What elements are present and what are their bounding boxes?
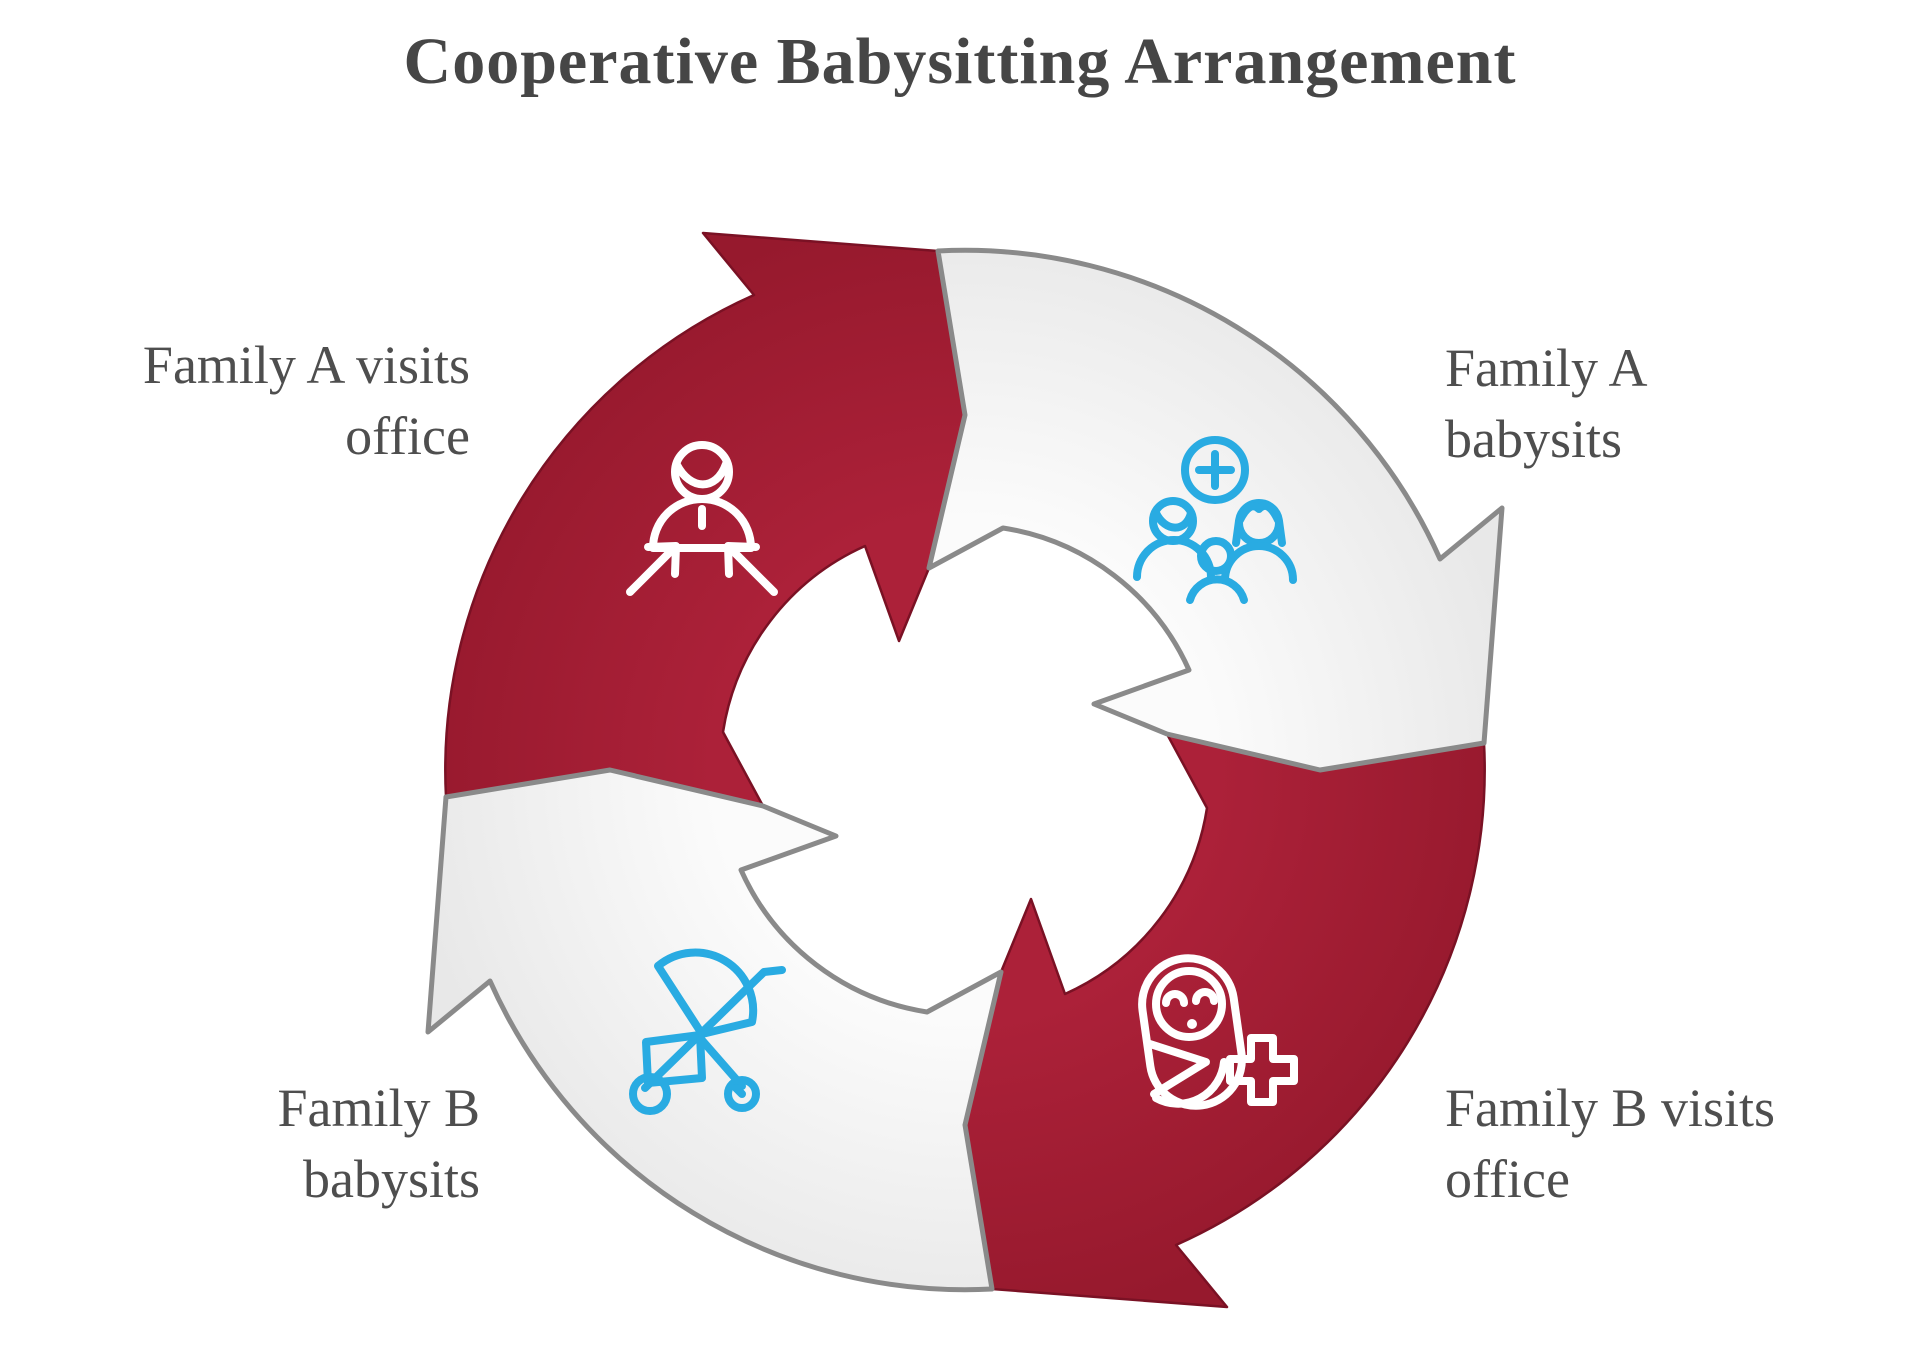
label-line: office <box>1445 1149 1570 1210</box>
person-arrival-icon <box>626 441 778 596</box>
page-title: Cooperative Babysitting Arrangement <box>403 25 1517 98</box>
label-line: babysits <box>302 1149 480 1210</box>
label-family-a-visits-office: Family A visits office <box>143 330 470 473</box>
label-family-b-visits-office: Family B visits office <box>1445 1073 1775 1216</box>
label-line: babysits <box>1445 409 1623 470</box>
cycle-arrow-family-a-babysits <box>929 250 1502 770</box>
label-line: Family B visits <box>1445 1078 1776 1138</box>
family-icon <box>1133 436 1297 604</box>
label-line: Family A visits <box>142 335 470 395</box>
label-family-a-babysits: Family A babysits <box>1445 333 1648 476</box>
label-family-b-babysits: Family B babysits <box>277 1073 480 1216</box>
label-line: Family A <box>1445 338 1648 398</box>
label-line: Family B <box>277 1078 480 1138</box>
baby-care-icon <box>1138 954 1298 1110</box>
stroller-icon <box>629 948 786 1115</box>
label-line: office <box>345 406 470 467</box>
cycle-arrow-family-b-visits-office <box>963 732 1486 1309</box>
